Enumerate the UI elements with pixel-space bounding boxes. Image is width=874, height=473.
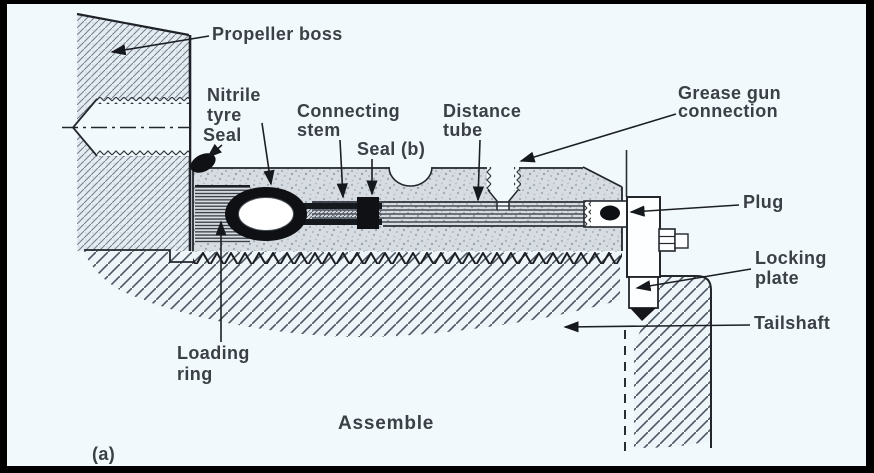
leader-locking-plate	[635, 268, 752, 292]
leader-grease-gun	[519, 113, 677, 163]
propeller-boss-section	[62, 12, 192, 251]
leader-connecting-stem	[336, 139, 348, 199]
labels: Propeller boss Nitrile tyre Seal Connect…	[92, 24, 830, 464]
leader-tailshaft	[563, 321, 751, 333]
label-nitrile-tyre-1: Nitrile	[207, 85, 261, 105]
locking-plate-lower	[628, 276, 659, 309]
label-seal: Seal	[203, 125, 242, 145]
label-distance-tube-2: tube	[443, 120, 483, 140]
leader-lines	[110, 35, 752, 342]
label-distance-tube-1: Distance	[443, 101, 521, 121]
leader-plug	[629, 204, 740, 217]
label-connecting-stem-1: Connecting	[297, 101, 400, 121]
grease-gun-port	[485, 167, 521, 210]
nitrile-tyre-ring	[225, 187, 307, 241]
label-grease-gun-2: connection	[678, 101, 778, 121]
panel-label: (a)	[92, 444, 115, 464]
shaft-end-cutout	[62, 97, 190, 157]
plug-housing	[583, 200, 628, 228]
connecting-stem	[294, 203, 382, 225]
label-connecting-stem-2: stem	[297, 120, 341, 140]
tailshaft-section	[84, 249, 712, 448]
seal-b-block	[357, 197, 379, 229]
leader-seal	[206, 143, 223, 159]
leader-nitrile-tyre	[261, 122, 275, 186]
label-seal-b: Seal (b)	[357, 139, 425, 159]
gland-body	[192, 166, 623, 251]
label-loading-ring-1: Loading	[177, 343, 250, 363]
tailshaft-thread	[193, 250, 622, 264]
label-nitrile-tyre-2: tyre	[207, 105, 242, 125]
figure-caption: Assemble	[338, 413, 434, 434]
leader-propeller-boss	[110, 35, 210, 56]
label-plug: Plug	[743, 192, 784, 212]
leader-distance-tube	[472, 139, 485, 202]
label-propeller-boss: Propeller boss	[212, 24, 343, 44]
label-tailshaft: Tailshaft	[754, 313, 830, 333]
label-grease-gun-1: Grease gun	[678, 83, 781, 103]
label-loading-ring-2: ring	[177, 364, 213, 384]
plug-shape	[600, 205, 620, 221]
securing-bolt	[658, 228, 689, 252]
label-locking-plate-1: Locking	[755, 248, 827, 268]
seal-blob	[190, 153, 216, 173]
label-locking-plate-2: plate	[755, 268, 799, 288]
locking-plate-tip	[630, 308, 656, 321]
